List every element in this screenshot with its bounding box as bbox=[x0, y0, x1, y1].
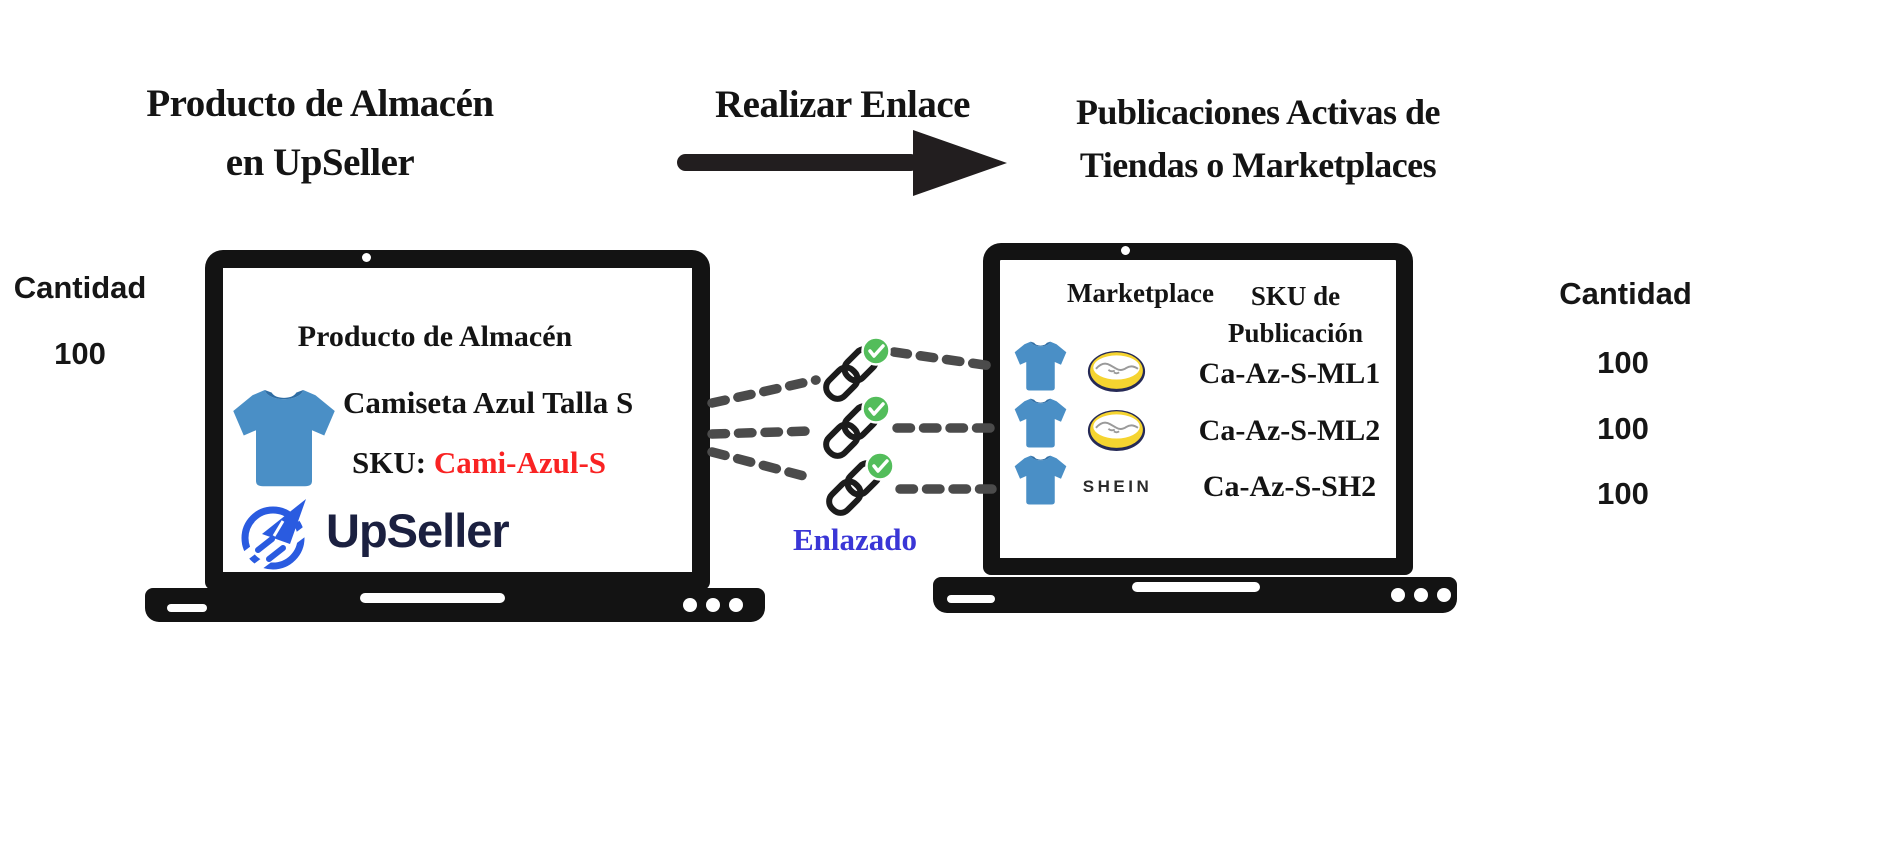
sku-column-header-line2: Publicación bbox=[1227, 318, 1363, 348]
linked-status-label: Enlazado bbox=[792, 522, 918, 557]
publication-sku: Ca-Az-S-SH2 bbox=[1202, 470, 1377, 503]
marketplace-column-header: Marketplace bbox=[1067, 278, 1214, 308]
quantity-value: 100 bbox=[1597, 411, 1649, 446]
flow-arrow-icon bbox=[677, 130, 1007, 196]
publication-sku: Ca-Az-S-ML1 bbox=[1198, 357, 1381, 390]
link-connectors bbox=[707, 336, 997, 516]
left-title-line2: en UpSeller bbox=[225, 141, 415, 184]
warehouse-sku-line: SKU: Cami-Azul-S bbox=[352, 445, 606, 481]
base-dash bbox=[167, 604, 207, 612]
sku-label: SKU: bbox=[352, 445, 427, 480]
right-title: Publicaciones Activas de Tiendas o Marke… bbox=[1028, 86, 1488, 192]
warehouse-quantity-value: 100 bbox=[54, 336, 106, 371]
quantity-value: 100 bbox=[1597, 476, 1649, 511]
warehouse-laptop-base bbox=[145, 588, 765, 622]
check-icon bbox=[861, 336, 895, 481]
base-dots-icon bbox=[683, 598, 743, 612]
mercado-libre-icon bbox=[1087, 409, 1146, 452]
upseller-wordmark: UpSeller bbox=[326, 504, 510, 557]
tshirt-icon bbox=[1014, 341, 1067, 391]
warehouse-quantity-label: Cantidad bbox=[13, 270, 147, 305]
left-title-line1: Producto de Almacén bbox=[146, 82, 494, 125]
sku-column-header-line1: SKU de bbox=[1250, 281, 1341, 311]
dashed-connector bbox=[707, 347, 997, 494]
sku-column-header: SKU de Publicación bbox=[1203, 278, 1388, 352]
left-title: Producto de Almacén en UpSeller bbox=[110, 74, 530, 192]
arrow-title: Realizar Enlace bbox=[715, 83, 970, 126]
link-chain-icon bbox=[823, 346, 882, 516]
mercado-libre-icon bbox=[1087, 350, 1146, 393]
trackpad-slit bbox=[1132, 582, 1260, 592]
marketplaces-quantity-label: Cantidad bbox=[1559, 276, 1692, 311]
quantity-value: 100 bbox=[1597, 345, 1649, 380]
trackpad-slit bbox=[360, 593, 505, 603]
right-title-line1: Publicaciones Activas de bbox=[1076, 92, 1441, 132]
sku-value: Cami-Azul-S bbox=[433, 445, 607, 480]
warehouse-panel-title: Producto de Almacén bbox=[297, 320, 573, 353]
base-dash bbox=[947, 595, 995, 603]
tshirt-icon bbox=[1014, 455, 1067, 505]
shein-wordmark: SHEIN bbox=[1082, 477, 1153, 496]
warehouse-product-name: Camiseta Azul Talla S bbox=[343, 385, 634, 420]
right-title-line2: Tiendas o Marketplaces bbox=[1079, 145, 1437, 185]
webcam-dot-icon bbox=[1121, 246, 1130, 255]
tshirt-icon bbox=[233, 390, 335, 487]
marketplaces-laptop-base bbox=[933, 577, 1457, 613]
publication-sku: Ca-Az-S-ML2 bbox=[1198, 414, 1381, 447]
base-dots-icon bbox=[1391, 588, 1451, 602]
tshirt-icon bbox=[1014, 398, 1067, 448]
upseller-logo-icon bbox=[237, 499, 311, 572]
webcam-dot-icon bbox=[362, 253, 371, 262]
